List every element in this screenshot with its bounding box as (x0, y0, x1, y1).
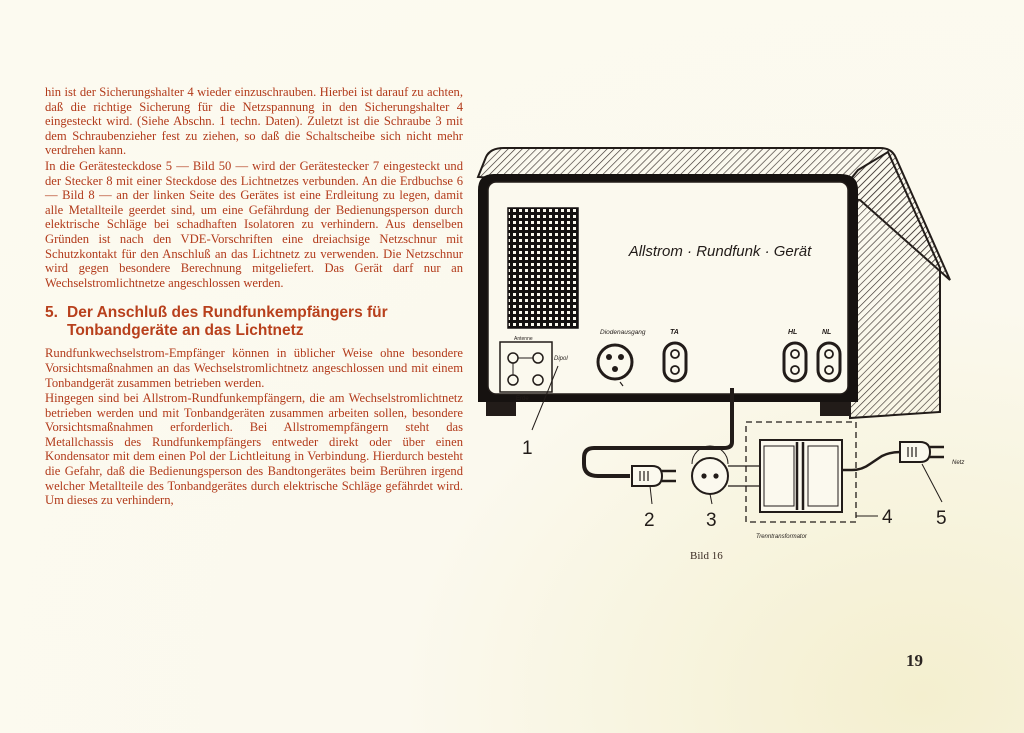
socket-3-icon (691, 457, 729, 495)
paragraph-1: hin ist der Sicherungshalter 4 wieder ei… (45, 85, 463, 158)
section-title-line2: Tonbandgeräte an das Lichtnetz (67, 322, 304, 340)
figure-caption: Bild 16 (690, 550, 723, 562)
label-erde: Erde (516, 396, 529, 402)
paragraph-3: Rundfunkwechselstrom-Empfänger können in… (45, 346, 463, 390)
section-heading: 5. Der Anschluß des Rundfunkempfängers fü… (45, 304, 463, 340)
leader-1 (531, 365, 559, 431)
label-antenne: Antenne (514, 336, 533, 342)
label-ta: TA (670, 329, 679, 336)
foot-left (486, 402, 516, 416)
device-illustration: Allstrom · Rundfunk · Gerät Antenne Dipo… (476, 147, 964, 540)
leader-3 (709, 493, 713, 505)
netz-cable (842, 450, 901, 472)
label-nl: NL (822, 329, 831, 336)
label-diodenausgang: Diodenausgang (600, 329, 646, 336)
section-number: 5. (45, 304, 58, 322)
page-number: 19 (906, 651, 923, 670)
text-column: hin ist der Sicherungshalter 4 wieder ei… (45, 85, 463, 509)
leader-5 (921, 463, 943, 503)
callout-1: 1 (522, 438, 533, 459)
dipol-socket-2-icon (532, 374, 544, 386)
device-label: Allstrom · Rundfunk · Gerät (628, 243, 812, 260)
callout-2: 2 (644, 510, 655, 531)
label-dipol: Dipol (554, 356, 568, 362)
label-netz: Netz (952, 460, 964, 466)
plug-2-icon (631, 465, 664, 487)
section-title-line1: Der Anschluß des Rundfunkempfängers für (67, 304, 388, 322)
figure-bild-16: Allstrom · Rundfunk · Gerät Antenne Dipo… (470, 130, 990, 580)
callout-3: 3 (706, 510, 717, 531)
label-hl: HL (788, 329, 797, 336)
speaker-grille (507, 207, 579, 329)
diode-output-socket-icon (596, 343, 634, 381)
nl-socket-icon (816, 341, 842, 383)
foot-right (820, 402, 850, 416)
hl-socket-icon (782, 341, 808, 383)
callout-4: 4 (882, 507, 893, 528)
leader-2 (649, 485, 653, 505)
power-cord (582, 388, 734, 478)
cabinet-side (849, 150, 941, 420)
ta-socket-icon (662, 341, 688, 383)
paragraph-2: In die Gerätesteckdose 5 — Bild 50 — wir… (45, 158, 463, 290)
plug-5-icon (899, 441, 932, 463)
callout-5: 5 (936, 508, 947, 529)
label-trenntransformator: Trenntransformator (756, 534, 808, 540)
trenntransformator-box (745, 421, 857, 523)
paragraph-4: Hingegen sind bei Allstrom-Rundfunkempfä… (45, 391, 463, 508)
transformer-core (759, 439, 843, 513)
antenna-terminal-block (499, 341, 553, 393)
